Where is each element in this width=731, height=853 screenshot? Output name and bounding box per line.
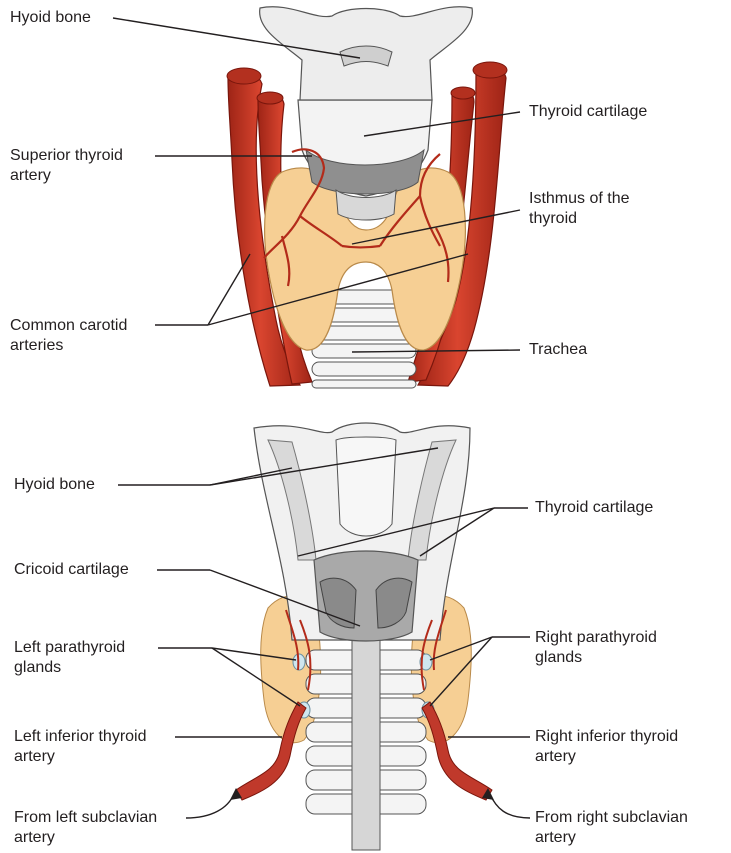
label-trachea: Trachea <box>529 341 588 358</box>
label-thyroid-cartilage-anterior: Thyroid cartilage <box>529 103 648 120</box>
label-isthmus-of-thyroid: Isthmus of the thyroid <box>529 190 630 227</box>
label-cricoid-cartilage: Cricoid cartilage <box>14 561 129 578</box>
right-common-carotid <box>416 66 507 387</box>
arrowheads <box>230 788 494 800</box>
thyroid-gland <box>264 167 466 351</box>
superior-thyroid-arteries <box>263 148 450 287</box>
label-right-parathyroid-glands: Right parathyroid glands <box>535 629 657 666</box>
left-carotid-end <box>226 67 262 85</box>
epiglottis <box>335 436 397 537</box>
trachea <box>311 289 417 389</box>
label-left-parathyroid-glands: Left parathyroid glands <box>14 639 126 676</box>
right-inferior-thyroid-artery <box>421 701 493 801</box>
left-carotid-inner <box>257 94 313 385</box>
label-right-inferior-thyroid-artery: Right inferior thyroid artery <box>535 728 679 765</box>
label-from-right-subclavian-artery: From right subclavian artery <box>535 809 688 846</box>
right-superior-parathyroid <box>419 653 433 671</box>
left-inferior-thyroid-artery <box>235 701 307 801</box>
label-superior-thyroid-artery: Superior thyroid artery <box>10 147 123 184</box>
label-hyoid-bone-posterior: Hyoid bone <box>14 476 95 493</box>
label-common-carotid-arteries: Common carotid arteries <box>10 317 128 354</box>
anterior-view <box>226 6 508 389</box>
label-left-inferior-thyroid-artery: Left inferior thyroid artery <box>14 728 147 765</box>
label-hyoid-bone-anterior: Hyoid bone <box>10 9 91 26</box>
posterior-view <box>235 422 493 851</box>
label-from-left-subclavian-artery: From left subclavian artery <box>14 809 158 846</box>
label-thyroid-cartilage-posterior: Thyroid cartilage <box>535 499 654 516</box>
